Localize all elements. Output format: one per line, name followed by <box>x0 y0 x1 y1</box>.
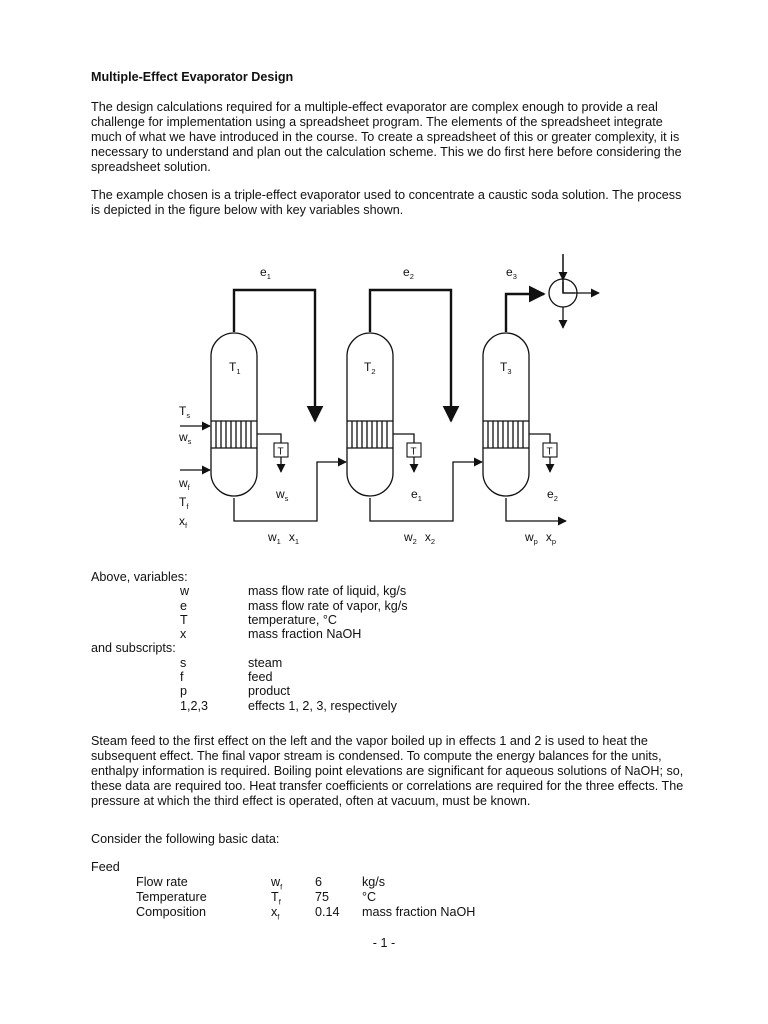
vapor-line-e1 <box>232 288 324 423</box>
trap-label-2: T <box>411 447 417 458</box>
tank-effect-1 <box>210 332 258 497</box>
trap-label-3: T <box>547 447 553 458</box>
vapor-label-e1: e1 <box>260 265 271 281</box>
subscripts-heading: and subscripts: <box>91 641 176 656</box>
feed-table: Feed Flow rate wf 6 kg/s Temperature Tf … <box>91 860 711 922</box>
tank-label-t3: T3 <box>500 360 512 376</box>
inlet-label-wf: wf <box>178 476 191 492</box>
intro-paragraph: The design calculations required for a m… <box>91 100 682 174</box>
condensate-line-3 <box>529 433 555 473</box>
inlet-label-ws: ws <box>178 430 192 446</box>
steam-trap-3 <box>542 442 558 458</box>
variables-heading: Above, variables: <box>91 570 188 584</box>
vapor-line-e3 <box>504 285 546 332</box>
tank-label-t1: T1 <box>229 360 241 376</box>
feed-row: Flow rate wf 6 kg/s <box>136 875 386 892</box>
document-title: Multiple-Effect Evaporator Design <box>91 70 294 84</box>
liquid-line-product <box>505 498 567 526</box>
page-number: - 1 - <box>372 936 396 950</box>
inlet-label-tf: Tf <box>179 495 189 511</box>
condensate-line-2 <box>393 433 419 473</box>
tank-effect-2 <box>346 332 394 497</box>
example-paragraph: The example chosen is a triple-effect ev… <box>91 188 682 217</box>
tank-label-t2: T2 <box>364 360 376 376</box>
vapor-label-e3: e3 <box>506 265 517 281</box>
feed-row: Temperature Tf 75 °C <box>136 890 377 907</box>
condensate-line-1 <box>257 433 286 473</box>
liquid-line-1 <box>233 457 347 522</box>
liquid-line-2 <box>369 457 483 522</box>
steam-trap-2 <box>406 442 422 458</box>
inlet-label-ts: Ts <box>179 404 190 420</box>
condensate-label-e1: e1 <box>411 487 422 503</box>
consider-paragraph: Consider the following basic data: <box>91 832 280 846</box>
condensate-label-ws: ws <box>275 487 289 503</box>
evaporator-diagram: T T T e1 e2 e3 T1 T2 T3 Ts ws wf Tf xf w… <box>178 254 600 546</box>
trap-label-1: T <box>278 447 284 458</box>
condensate-label-e2: e2 <box>547 487 558 503</box>
condenser <box>548 254 600 329</box>
steam-trap-1 <box>273 442 289 458</box>
vapor-label-e2: e2 <box>403 265 414 281</box>
feed-heading: Feed <box>91 860 120 874</box>
vapor-line-e2 <box>368 288 460 423</box>
tank-effect-3 <box>482 332 530 497</box>
feed-row: Composition xf 0.14 mass fraction NaOH <box>136 905 476 922</box>
steam-paragraph: Steam feed to the first effect on the le… <box>91 734 684 808</box>
inlet-label-xf: xf <box>179 514 188 530</box>
